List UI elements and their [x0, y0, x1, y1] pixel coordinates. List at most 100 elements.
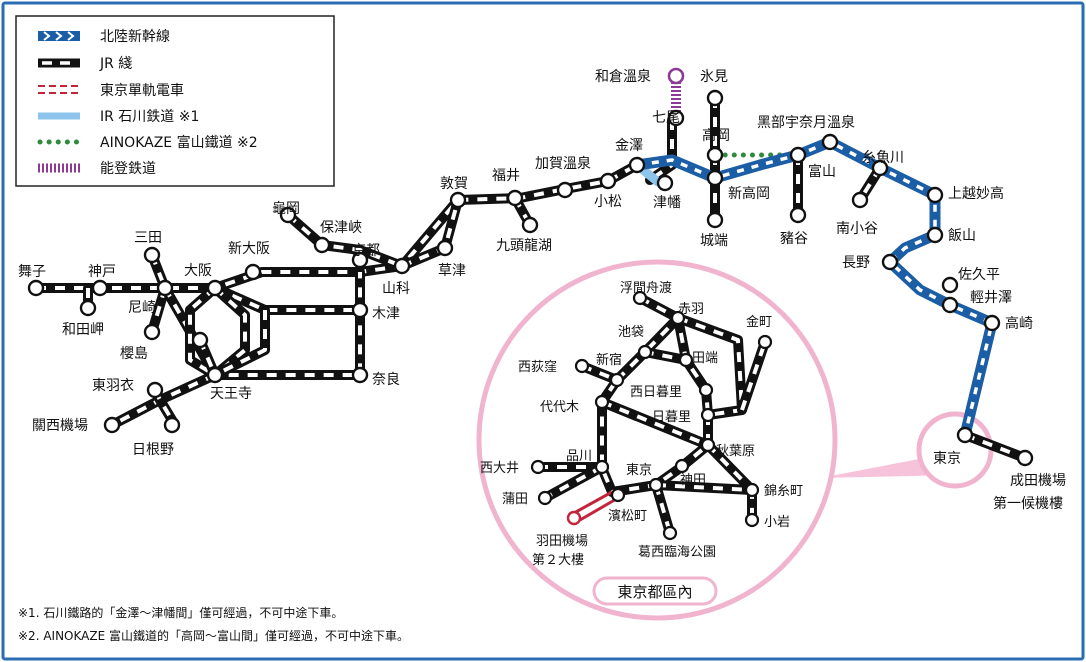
- station-karuizawa: [941, 296, 959, 314]
- label-narita-1: 成田機場: [1010, 473, 1066, 489]
- label-johana: 城端: [700, 233, 728, 249]
- label-karuizawa: 輕井澤: [970, 290, 1012, 306]
- label-tsuruga: 敦賀: [440, 176, 468, 192]
- station-nishinippori: [698, 382, 714, 398]
- monorail-line-1: [573, 490, 613, 515]
- label-himi: 氷見: [700, 69, 728, 85]
- station-kinshicho: [744, 482, 760, 498]
- station-nishikujo: [191, 331, 209, 349]
- station-joetsumyoko: [926, 186, 944, 204]
- station-nanao: [667, 109, 685, 127]
- label-shintakaoka: 新高岡: [728, 185, 770, 202]
- station-amagasaki: [156, 279, 174, 297]
- label-kurobe: 黑部宇奈月溫泉: [757, 114, 855, 131]
- station-hineno: [163, 416, 181, 434]
- label-nippori: 日暮里: [652, 410, 691, 425]
- tokyo-highlight-circle: [916, 411, 994, 489]
- station-sanda: [143, 246, 161, 264]
- label-nishioi: 西大井: [480, 461, 519, 476]
- label-nanao: 七尾: [652, 110, 680, 126]
- label-sakudaira: 佐久平: [958, 267, 1000, 283]
- station-kuzuryuko: [521, 216, 539, 234]
- station-ukimafunado: [632, 290, 648, 306]
- legend-label-ainokaze: AINOKAZE 富山鐵道 ※2: [100, 134, 258, 151]
- label-osaka: 大阪: [184, 263, 212, 279]
- station-kagaonsen: [556, 181, 574, 199]
- station-inotani: [789, 206, 807, 224]
- label-joetsumyoko: 上越妙高: [948, 185, 1004, 202]
- station-tokyo-inset: [648, 477, 664, 493]
- label-hozukyo: 保津峽: [320, 220, 362, 236]
- label-ukimafunado: 浮間舟渡: [620, 280, 672, 296]
- legend-shinkansen-icon: [38, 31, 80, 41]
- legend-label-shinkansen: 北陸新幹線: [100, 28, 170, 45]
- station-shinosaka: [244, 263, 262, 281]
- station-kobe: [91, 279, 109, 297]
- label-kuzuryuko: 九頭龍湖: [496, 237, 552, 254]
- station-higashihagoromo: [146, 381, 164, 399]
- label-amagasaki: 尼崎: [128, 300, 156, 316]
- tokyo-inset: 浮間舟渡 赤羽 金町 池袋 田端 西荻窪 新宿 西日暮里 日暮里 代代木 秋葉原…: [480, 280, 803, 606]
- label-nagano: 長野: [842, 255, 870, 271]
- station-koiwa: [744, 512, 760, 528]
- footnote-1: ※1. 石川鐵路的「金澤〜津幡間」僅可經過，不可中途下車。: [18, 605, 343, 620]
- station-akihabara: [700, 437, 716, 453]
- label-koiwa: 小岩: [764, 515, 790, 530]
- label-tabata: 田端: [692, 351, 718, 366]
- station-maiko: [27, 279, 45, 297]
- station-nara: [351, 366, 369, 384]
- station-nishiogikubo: [574, 358, 590, 374]
- station-yamashina: [393, 257, 411, 275]
- label-fukui: 福井: [492, 168, 520, 184]
- station-wadamisaki: [79, 299, 97, 317]
- station-himi: [706, 89, 724, 107]
- monorail-line-2: [579, 496, 619, 522]
- label-komatsu: 小松: [594, 194, 622, 210]
- label-takasaki: 高崎: [1005, 315, 1033, 332]
- station-tokyo-main: [956, 426, 974, 444]
- label-inotani: 豬谷: [780, 231, 808, 247]
- station-kanazawa: [628, 156, 646, 174]
- legend-label-jr: JR 綫: [99, 56, 132, 72]
- label-kagaonsen: 加賀溫泉: [535, 155, 591, 172]
- label-kamata: 蒲田: [502, 492, 528, 507]
- label-higashihagoromo: 東羽衣: [92, 378, 134, 394]
- label-kusatsu: 草津: [438, 263, 466, 279]
- label-kasai: 葛西臨海公園: [638, 545, 716, 560]
- footnote-2: ※2. AINOKAZE 富山鐵道的「高岡〜富山間」僅可經過，不可中途下車。: [18, 628, 409, 643]
- station-kanamachi: [757, 334, 773, 350]
- station-toyama: [789, 146, 807, 164]
- label-minamiotari: 南小谷: [836, 221, 878, 237]
- label-maiko: 舞子: [18, 264, 46, 280]
- legend: 北陸新幹線 JR 綫 東京單軌電車 IR 石川鉄道 ※1 AINOKAZE 富山…: [15, 15, 335, 187]
- station-yoyogi: [594, 394, 610, 410]
- label-kinshicho: 錦糸町: [764, 483, 803, 499]
- label-nara: 奈良: [372, 372, 400, 388]
- label-hineno: 日根野: [132, 442, 174, 458]
- label-haneda-2: 第２大樓: [532, 553, 584, 568]
- label-itoigawa: 糸魚川: [862, 150, 904, 166]
- station-kasai: [662, 525, 678, 541]
- station-kameoka: [279, 206, 297, 224]
- station-nagano: [881, 253, 899, 271]
- station-narita: [1016, 449, 1034, 467]
- label-nishiogikubo: 西荻窪: [518, 359, 557, 375]
- station-kizu: [351, 301, 369, 319]
- label-kanazawa: 金澤: [615, 138, 643, 154]
- station-sakudaira: [941, 276, 959, 294]
- station-haneda: [566, 510, 582, 526]
- station-tabata: [678, 352, 694, 368]
- station-tennoji: [206, 366, 224, 384]
- stations-main: [27, 67, 1034, 467]
- station-tsuruga: [449, 191, 467, 209]
- label-kyoto: 京都: [352, 243, 380, 259]
- legend-label-monorail: 東京單軌電車: [100, 82, 184, 99]
- station-kyoto: [351, 251, 369, 269]
- station-shinagawa: [594, 459, 610, 475]
- station-labels-main: 舞子 神戸 和田岬 三田 尼崎 大阪 新大阪 櫻島 天王寺 東羽衣 關西機場 日…: [18, 68, 1066, 512]
- legend-box: [15, 15, 335, 187]
- label-tennoji: 天王寺: [210, 386, 252, 402]
- label-shinosaka: 新大阪: [228, 241, 270, 257]
- label-wakuraonsen: 和倉溫泉: [595, 68, 651, 85]
